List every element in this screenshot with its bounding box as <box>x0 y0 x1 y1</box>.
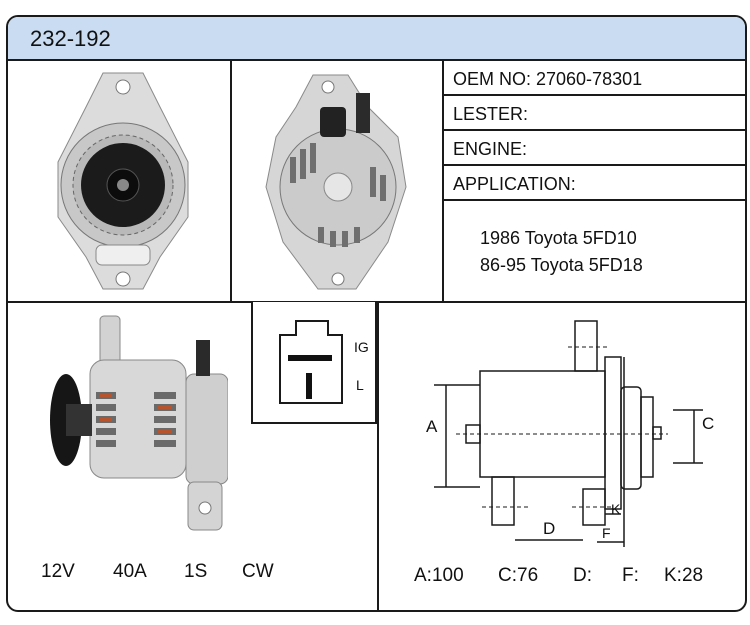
dim-label-f: F <box>602 525 611 541</box>
application-line: 1986 Toyota 5FD10 <box>480 228 637 248</box>
divider <box>442 129 745 131</box>
divider <box>442 164 745 166</box>
dim-label-a: A <box>426 417 438 436</box>
alternator-rear-image <box>265 74 407 290</box>
part-number: 232-192 <box>30 26 111 51</box>
spec-pulley: 1S <box>184 561 208 582</box>
dim-label-k: K <box>611 501 621 517</box>
spec-amperage: 40A <box>113 561 147 582</box>
divider <box>442 59 444 302</box>
spec-sheet: 232-192 OEM NO: 27060-78301 LESTER: ENGI… <box>6 15 747 612</box>
dim-label-d: D <box>543 519 556 538</box>
divider <box>442 94 745 96</box>
title-bar: 232-192 <box>8 17 745 61</box>
plug-ig-label: IG <box>354 339 369 355</box>
spec-rotation: CW <box>242 561 274 582</box>
plug-diagram <box>251 301 377 424</box>
spec-voltage: 12V <box>41 561 75 582</box>
divider <box>377 301 379 610</box>
oem-number: OEM NO: 27060-78301 <box>453 69 643 89</box>
divider <box>442 199 745 201</box>
dim-label-c: C <box>702 414 715 433</box>
dim-a-value: A:100 <box>414 565 464 586</box>
application-label: APPLICATION: <box>453 174 576 194</box>
plug-l-label: L <box>356 377 364 393</box>
application-line: 86-95 Toyota 5FD18 <box>480 255 643 275</box>
engine-label: ENGINE: <box>453 139 528 159</box>
divider <box>230 59 232 302</box>
dim-k-value: K:28 <box>664 565 704 586</box>
alternator-side-image <box>50 315 228 531</box>
alternator-front-image <box>57 72 189 290</box>
dimension-drawing <box>434 320 703 547</box>
dim-c-value: C:76 <box>498 565 539 586</box>
dim-d-value: D: <box>573 565 592 586</box>
lester-label: LESTER: <box>453 104 529 124</box>
dim-f-value: F: <box>622 565 639 586</box>
